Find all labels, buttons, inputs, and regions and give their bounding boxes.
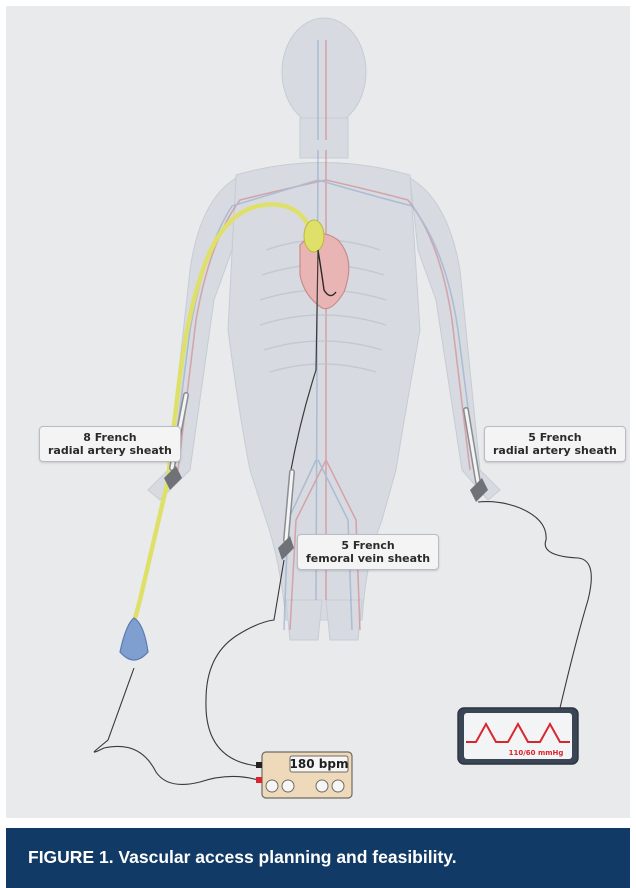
catheter-balloon xyxy=(304,220,324,252)
caption-bar: FIGURE 1. Vascular access planning and f… xyxy=(6,828,630,888)
callout-right-radial-line2: radial artery sheath xyxy=(48,444,172,457)
callout-left-radial: 5 French radial artery sheath xyxy=(484,426,626,462)
callout-left-radial-line1: 5 French xyxy=(493,431,617,444)
monitor-lead xyxy=(478,502,591,708)
callout-femoral-line2: femoral vein sheath xyxy=(306,552,430,565)
callout-femoral-line1: 5 French xyxy=(306,539,430,552)
callout-femoral: 5 French femoral vein sheath xyxy=(297,534,439,570)
callout-right-radial-line1: 8 French xyxy=(48,431,172,444)
femoral-pacer-lead xyxy=(206,560,284,766)
balloon-hub xyxy=(120,618,148,660)
pacer-rate: 180 bpm xyxy=(290,757,349,771)
balloon-lead xyxy=(94,668,258,784)
figure-caption: FIGURE 1. Vascular access planning and f… xyxy=(28,847,457,868)
pressure-readout: 110/60 mmHg xyxy=(509,749,564,757)
callout-left-radial-line2: radial artery sheath xyxy=(493,444,617,457)
callout-right-radial: 8 French radial artery sheath xyxy=(39,426,181,462)
